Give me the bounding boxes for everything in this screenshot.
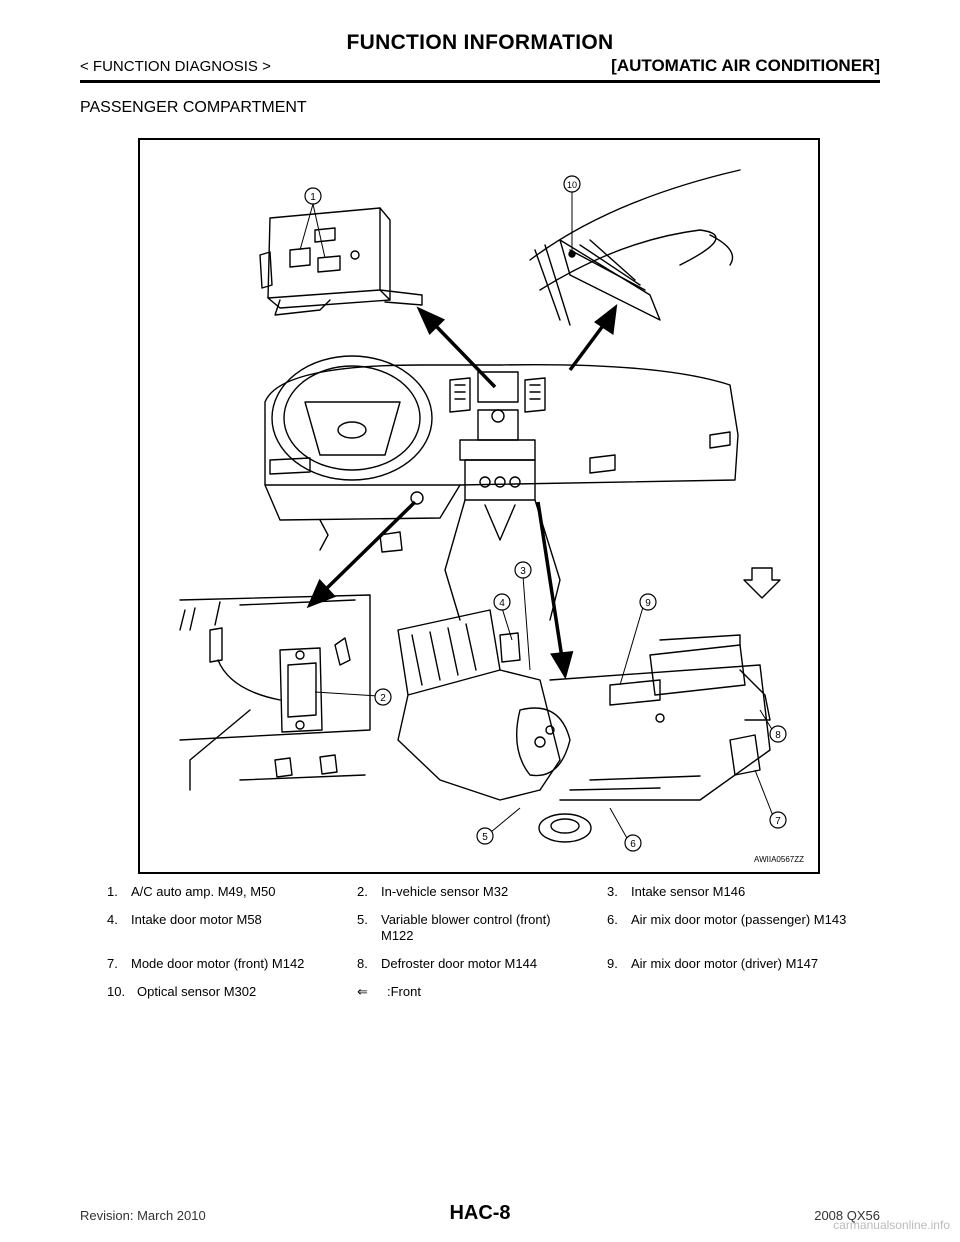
legend-text: Intake sensor M146	[631, 884, 746, 899]
figure-code: AWIIA0567ZZ	[754, 855, 804, 864]
legend-item: 8. Defroster door motor M144	[357, 956, 607, 972]
front-arrow-icon	[743, 567, 781, 599]
legend-item: 9. Air mix door motor (driver) M147	[607, 956, 867, 972]
callout-6: 6	[630, 839, 636, 850]
legend-text: Mode door motor (front) M142	[131, 956, 305, 971]
windshield-drawing	[529, 169, 741, 326]
callout-4: 4	[499, 598, 505, 609]
legend-text: Variable blower control (front) M122	[381, 912, 551, 943]
pointer-arrow	[568, 321, 607, 372]
legend-item: 6. Air mix door motor (passenger) M143	[607, 912, 867, 944]
legend-item: ⇐ :Front	[357, 984, 607, 1000]
callout-2: 2	[380, 693, 386, 704]
model-label: 2008 QX56	[814, 1208, 880, 1223]
pointer-arrow	[323, 500, 417, 592]
legend-number: 5.	[357, 912, 368, 927]
legend-item: 2. In-vehicle sensor M32	[357, 884, 607, 900]
legend-text: :Front	[387, 984, 421, 999]
legend-text: A/C auto amp. M49, M50	[131, 884, 276, 899]
pointer-arrow	[433, 323, 497, 389]
legend-item: 7. Mode door motor (front) M142	[107, 956, 357, 972]
legend-row: 4. Intake door motor M58 5. Variable blowe…	[107, 912, 867, 944]
callout-7: 7	[775, 816, 781, 827]
legend-row: 1. A/C auto amp. M49, M50 2. In-vehicle se…	[107, 884, 867, 900]
legend-number: 3.	[607, 884, 618, 899]
ac-auto-amp-drawing	[259, 207, 423, 316]
legend-text: Air mix door motor (passenger) M143	[631, 912, 847, 927]
legend-text: Optical sensor M302	[137, 984, 257, 999]
legend-item: 4. Intake door motor M58	[107, 912, 357, 944]
system-label: [AUTOMATIC AIR CONDITIONER]	[611, 56, 880, 75]
legend-row: 10. Optical sensor M302 ⇐ :Front	[107, 984, 867, 1000]
component-illustration: 1 2 3 4 5 6 7 8 9 10	[179, 169, 787, 852]
legend-number: 6.	[607, 912, 618, 927]
legend-number: 9.	[607, 956, 618, 971]
legend-number: 7.	[107, 956, 118, 971]
legend-item	[607, 984, 867, 1000]
legend-number: 10.	[107, 984, 126, 999]
page-title: FUNCTION INFORMATION	[346, 31, 614, 54]
header-rule	[80, 80, 880, 83]
legend-text: In-vehicle sensor M32	[381, 884, 509, 899]
callout-8: 8	[775, 730, 781, 741]
legend-number: 1.	[107, 884, 118, 899]
legend-text: Defroster door motor M144	[381, 956, 538, 971]
legend-table: 1. A/C auto amp. M49, M50 2. In-vehicle se…	[107, 884, 867, 1012]
callout-3: 3	[520, 566, 526, 577]
callout-10: 10	[567, 180, 577, 190]
front-arrow-symbol: ⇐	[357, 984, 368, 999]
revision-date: Revision: March 2010	[80, 1208, 206, 1223]
callout-1: 1	[310, 192, 316, 203]
hvac-unit-drawing	[397, 609, 771, 843]
callout-9: 9	[645, 598, 651, 609]
callout-5: 5	[482, 832, 488, 843]
section-heading: PASSENGER COMPARTMENT	[80, 99, 307, 116]
legend-number: 8.	[357, 956, 368, 971]
legend-item: 3. Intake sensor M146	[607, 884, 867, 900]
legend-text: Intake door motor M58	[131, 912, 262, 927]
legend-number: 4.	[107, 912, 118, 927]
pointer-arrow	[536, 501, 564, 659]
legend-item: 5. Variable blower control (front) M122	[357, 912, 607, 944]
section-breadcrumb: < FUNCTION DIAGNOSIS >	[80, 58, 271, 75]
watermark: carmanualsonline.info	[833, 1218, 950, 1232]
component-location-figure: 1 2 3 4 5 6 7 8 9 10 AWIIA0567ZZ	[138, 138, 820, 874]
legend-text: Air mix door motor (driver) M147	[631, 956, 819, 971]
page-number: HAC-8	[449, 1202, 511, 1224]
legend-item: 1. A/C auto amp. M49, M50	[107, 884, 357, 900]
legend-number: 2.	[357, 884, 368, 899]
legend-row: 7. Mode door motor (front) M142 8. Defrost…	[107, 956, 867, 972]
legend-item: 10. Optical sensor M302	[107, 984, 357, 1000]
in-vehicle-sensor-drawing	[179, 594, 371, 791]
